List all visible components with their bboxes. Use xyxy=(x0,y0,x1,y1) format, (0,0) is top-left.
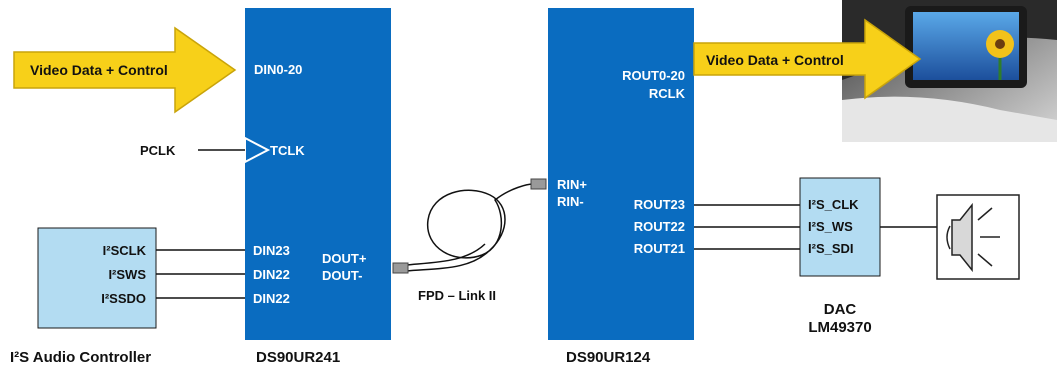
rin-p-label: RIN+ xyxy=(557,177,587,192)
dac-i2s-ws-label: I²S_WS xyxy=(808,219,853,234)
rin-n-label: RIN- xyxy=(557,194,584,209)
serializer-name: DS90UR241 xyxy=(256,349,340,366)
speaker-icon xyxy=(936,194,1020,280)
dout-p-label: DOUT+ xyxy=(322,251,367,266)
pclk-label: PCLK xyxy=(140,143,176,158)
dac-i2s-sdi-label: I²S_SDI xyxy=(808,241,854,256)
rclk-label: RCLK xyxy=(649,86,686,101)
link-label: FPD – Link II xyxy=(418,288,496,303)
right-arrow-label: Video Data + Control xyxy=(706,52,844,68)
i2sws-label: I²SWS xyxy=(108,267,146,282)
fpd-link-cable xyxy=(405,183,534,272)
dac-i2s-clk-label: I²S_CLK xyxy=(808,197,859,212)
audio-controller-name: I²S Audio Controller xyxy=(10,349,151,366)
dac-part: LM49370 xyxy=(808,319,871,336)
video-data-arrow-right: Video Data + Control xyxy=(693,18,922,100)
tclk-label: TCLK xyxy=(270,143,305,158)
dac-bus-lines xyxy=(694,204,937,250)
dac-box: I²S_CLK I²S_WS I²S_SDI xyxy=(799,177,881,277)
din22b-label: DIN22 xyxy=(253,291,290,306)
left-arrow-label: Video Data + Control xyxy=(30,62,168,78)
cable-connector-left xyxy=(392,262,409,274)
audio-bus-lines xyxy=(156,249,245,299)
serializer-chip: DIN0-20 TCLK DIN23 DIN22 DIN22 DOUT+ DOU… xyxy=(244,8,391,340)
rout22-label: ROUT22 xyxy=(634,219,685,234)
audio-controller-box: I²SCLK I²SWS I²SSDO xyxy=(37,227,157,329)
cable-connector-right xyxy=(530,178,547,190)
i2ssdo-label: I²SSDO xyxy=(101,291,146,306)
din23-label: DIN23 xyxy=(253,243,290,258)
dout-n-label: DOUT- xyxy=(322,268,362,283)
din-bus-label: DIN0-20 xyxy=(254,62,302,77)
video-data-arrow-left: Video Data + Control xyxy=(13,26,237,114)
rout21-label: ROUT21 xyxy=(634,241,685,256)
rout-bus-label: ROUT0-20 xyxy=(622,68,685,83)
din22a-label: DIN22 xyxy=(253,267,290,282)
deserializer-chip: ROUT0-20 RCLK RIN+ RIN- ROUT23 ROUT22 RO… xyxy=(548,8,694,340)
deserializer-name: DS90UR124 xyxy=(566,349,651,366)
dac-title: DAC xyxy=(824,301,857,318)
rout23-label: ROUT23 xyxy=(634,197,685,212)
i2sclk-label: I²SCLK xyxy=(103,243,147,258)
